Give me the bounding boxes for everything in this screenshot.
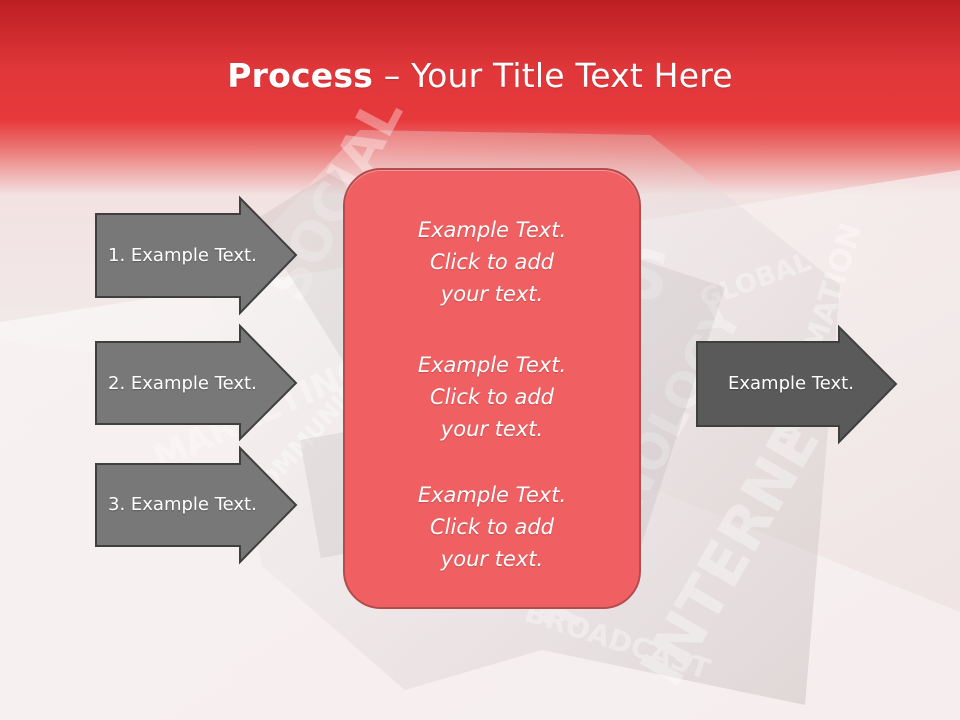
step-arrow-3-shape[interactable] <box>95 445 298 565</box>
slide-title: Process – Your Title Text Here <box>0 52 960 100</box>
step-label-3[interactable]: 3. Example Text. <box>108 494 257 515</box>
step-label-2[interactable]: 2. Example Text. <box>108 373 257 394</box>
center-text-block-3[interactable]: Example Text. Click to add your text. <box>417 483 567 571</box>
center-text-block-1[interactable]: Example Text. Click to add your text. <box>417 218 567 306</box>
step-label-1[interactable]: 1. Example Text. <box>108 245 257 266</box>
output-arrow-shape[interactable] <box>696 324 898 445</box>
output-label[interactable]: Example Text. <box>728 373 854 394</box>
step-arrow-1-shape[interactable] <box>95 195 298 316</box>
center-text-block-2[interactable]: Example Text. Click to add your text. <box>417 353 567 441</box>
center-process-box[interactable]: Example Text. Click to add your text. Ex… <box>343 168 641 609</box>
title-process-word: Process <box>227 56 374 95</box>
step-arrow-2-shape[interactable] <box>95 323 298 442</box>
title-rest-text: – Your Title Text Here <box>373 56 733 95</box>
